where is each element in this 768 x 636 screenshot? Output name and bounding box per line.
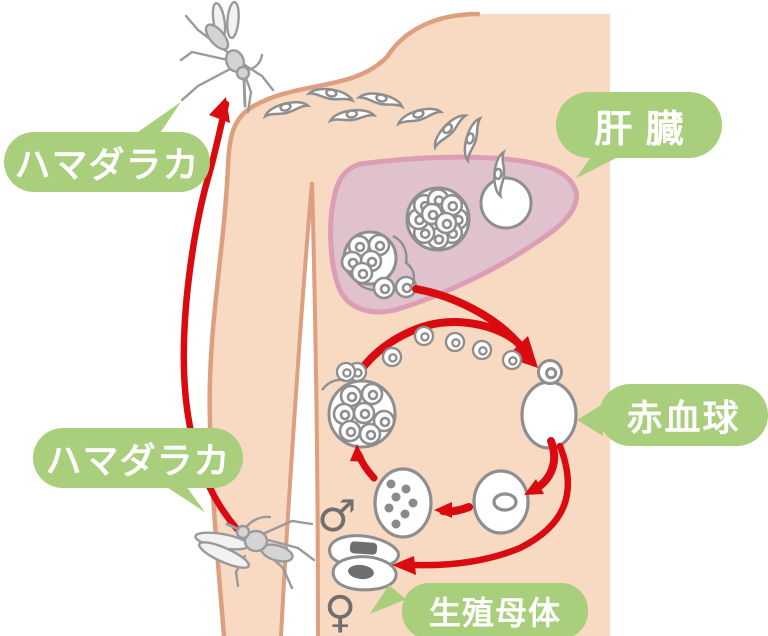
label-text: ハマダラカ — [45, 441, 231, 482]
schizont-cell — [373, 467, 433, 539]
arrows-liver-to-blood — [357, 285, 538, 374]
ring-stage-cell — [472, 469, 530, 535]
label-anopheles-bottom: ハマダラカ — [33, 428, 243, 488]
blood-stage-cycle — [321, 359, 578, 539]
liver — [328, 154, 579, 315]
label-liver: 肝 臓 — [556, 92, 722, 158]
female-symbol: ♀ — [324, 587, 356, 636]
mosquito-bottom-icon — [194, 515, 316, 590]
label-text: 肝 臓 — [594, 106, 684, 151]
armpit-outline — [279, 181, 320, 636]
arrow-to-gametocyte — [410, 442, 572, 569]
label-red-blood-cell: 赤血球 — [599, 384, 768, 446]
burst-rbc-cluster — [321, 361, 397, 449]
human-body — [207, 11, 610, 636]
arrowhead — [506, 336, 538, 368]
mosquito-top-icon — [179, 0, 275, 114]
label-text: 生殖母体 — [428, 594, 561, 632]
label-anopheles-top: ハマダラカ — [4, 132, 210, 192]
body-skin — [209, 14, 610, 636]
arrow-cluster-to-rbc — [357, 317, 524, 374]
gametocytes — [328, 534, 400, 592]
male-symbol: ♂ — [317, 491, 356, 542]
liver-burst-cluster — [340, 230, 418, 300]
label-text: 赤血球 — [626, 398, 741, 439]
label-text: ハマダラカ — [14, 145, 200, 186]
liver-schizont-cluster — [405, 186, 471, 252]
red-blood-cell-invaded — [520, 359, 578, 450]
label-gametocyte: 生殖母体 — [402, 583, 588, 636]
liver-cell — [479, 176, 533, 230]
